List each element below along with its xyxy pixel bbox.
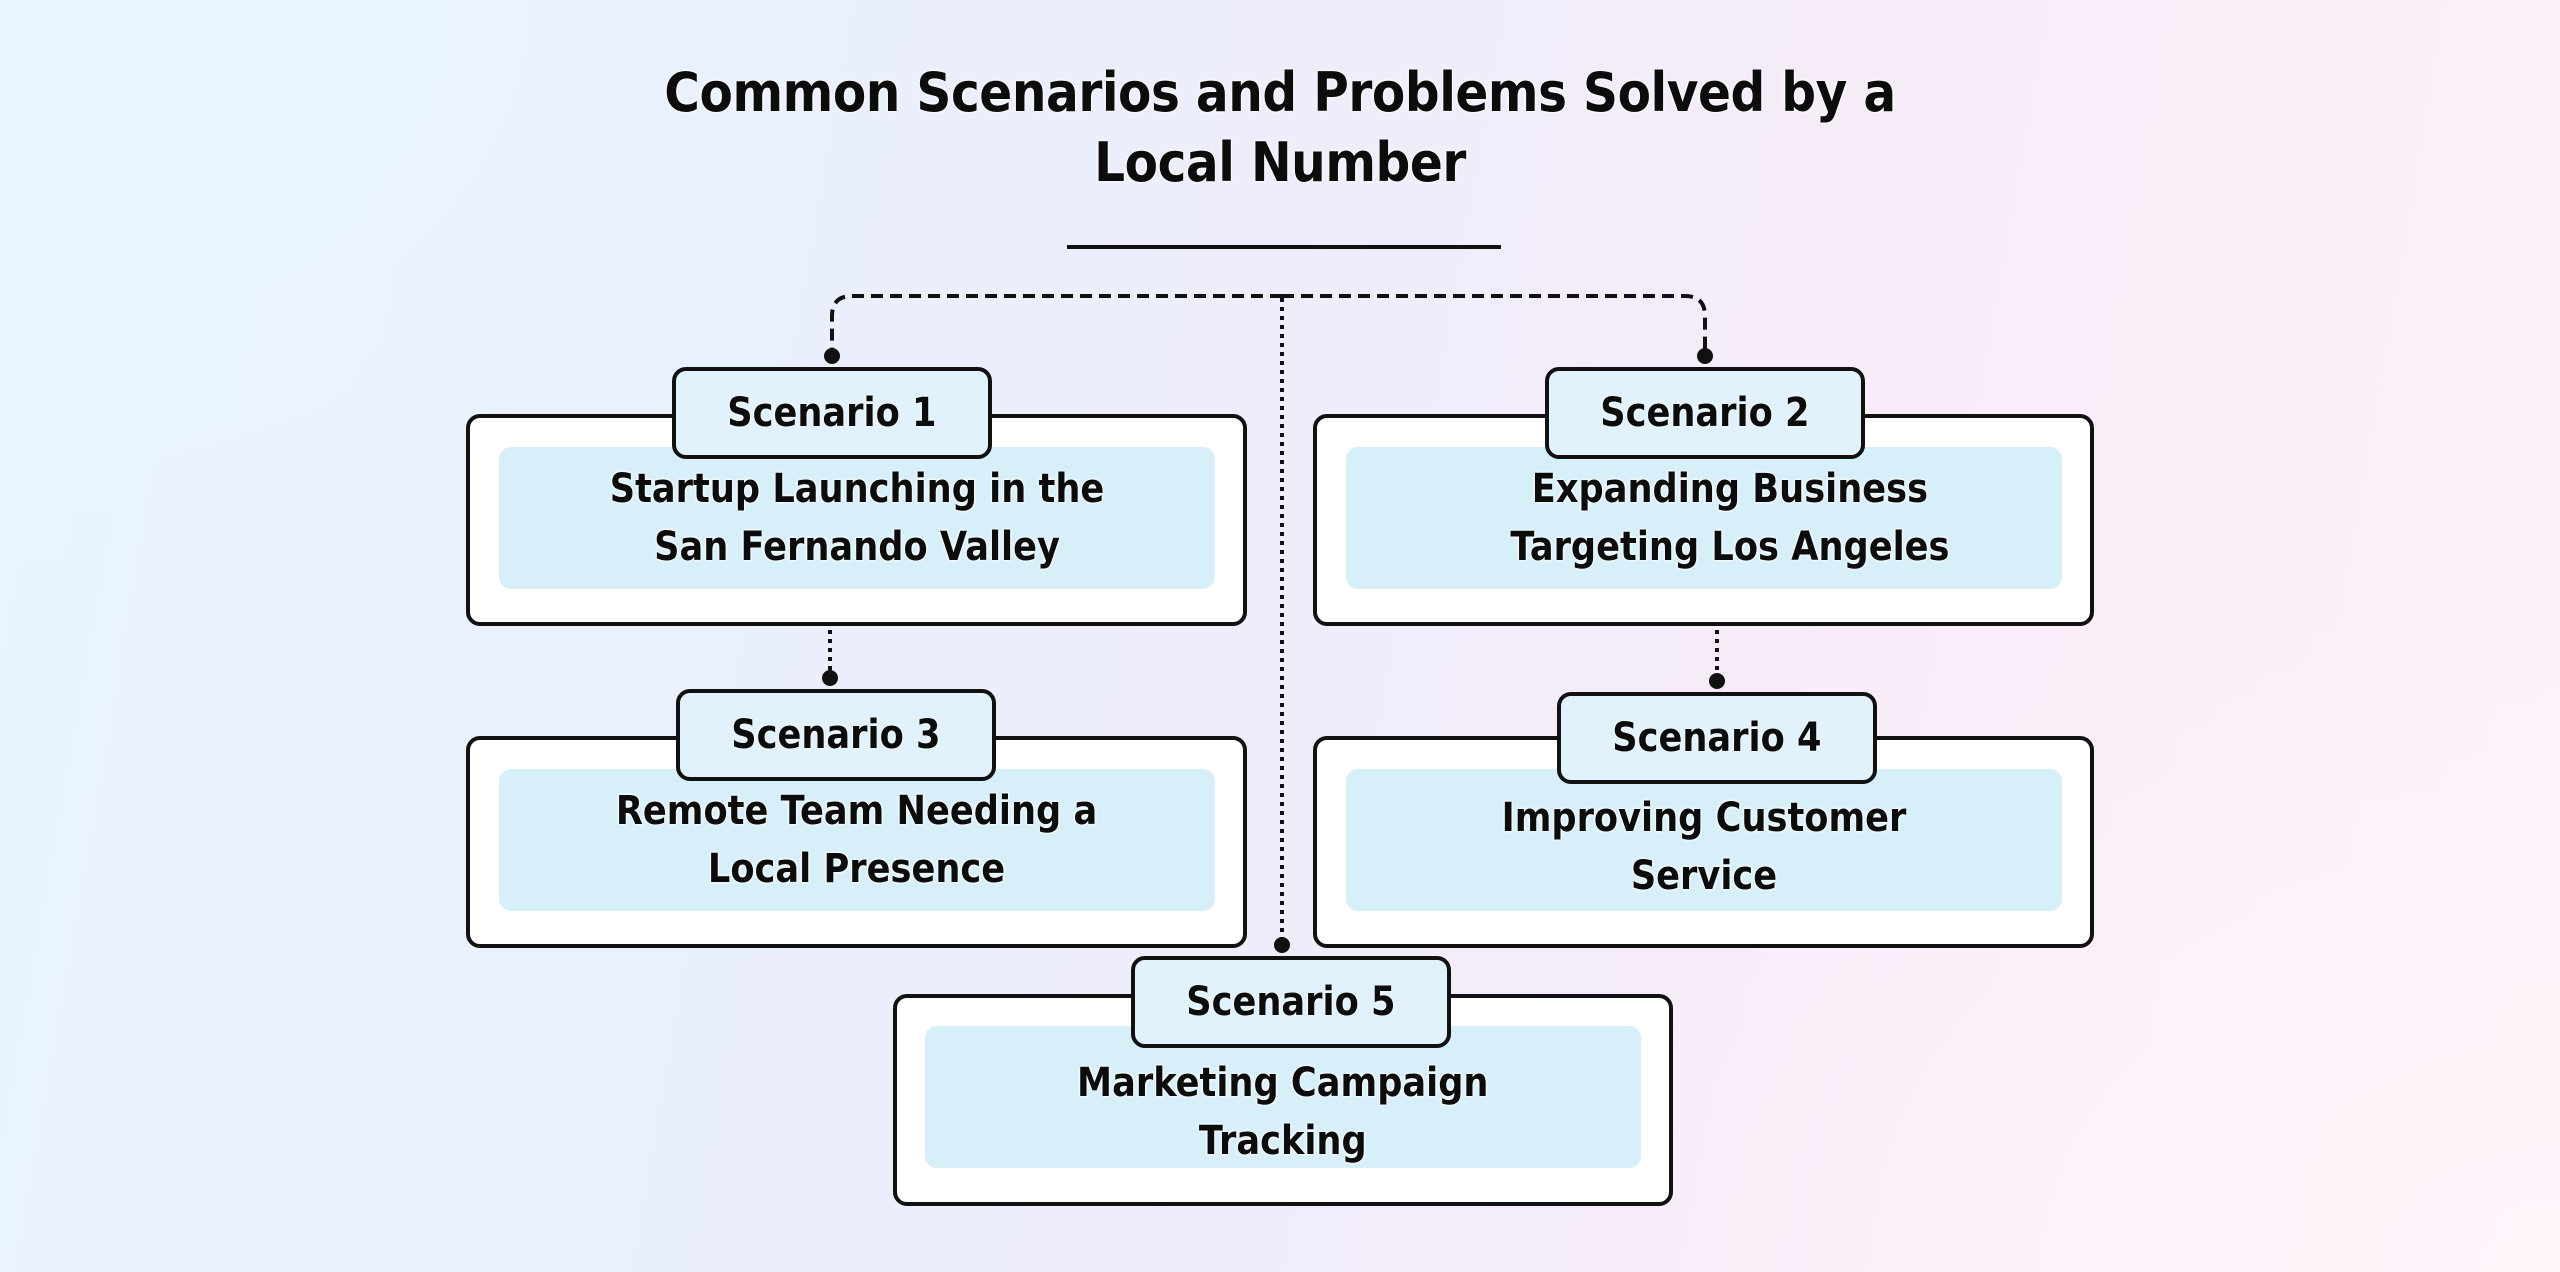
connector-root-to-scenario-2 [1282,294,1707,352]
scenario-description-2: Expanding Business Targeting Los Angeles [1510,466,1950,570]
scenario-label-text-2: Scenario 2 [1600,390,1810,436]
diagram-title: Common Scenarios and Problems Solved by … [664,61,1896,194]
scenario-description-3: Remote Team Needing a Local Presence [616,788,1098,892]
connector-dot-scenario-4 [1709,673,1725,689]
scenario-panel-4: Improving Customer Service [1346,769,2062,911]
scenario-panel-1: Startup Launching in the San Fernando Va… [499,447,1215,589]
scenario-description-1: Startup Launching in the San Fernando Va… [609,466,1105,570]
scenario-label-text-4: Scenario 4 [1612,715,1822,761]
scenario-label-3: Scenario 3 [676,689,996,781]
scenario-label-text-3: Scenario 3 [731,712,941,758]
scenario-label-4: Scenario 4 [1557,692,1877,784]
scenario-label-1: Scenario 1 [672,367,992,459]
connector-root-to-scenario-1 [830,294,1282,352]
scenario-description-4: Improving Customer Service [1501,795,1907,899]
scenario-label-5: Scenario 5 [1131,956,1451,1048]
connector-dot-scenario-5 [1274,937,1290,953]
scenario-label-text-1: Scenario 1 [727,390,937,436]
scenario-label-2: Scenario 2 [1545,367,1865,459]
connector-dot-scenario-3 [822,670,838,686]
scenario-panel-5: Marketing Campaign Tracking [925,1026,1641,1168]
scenario-panel-3: Remote Team Needing a Local Presence [499,769,1215,911]
scenario-description-5: Marketing Campaign Tracking [1077,1060,1489,1164]
title-underline [1067,245,1501,249]
scenario-panel-2: Expanding Business Targeting Los Angeles [1346,447,2062,589]
scenario-label-text-5: Scenario 5 [1186,979,1396,1025]
connector-dot-scenario-1 [824,348,840,364]
connector-dot-scenario-2 [1697,348,1713,364]
